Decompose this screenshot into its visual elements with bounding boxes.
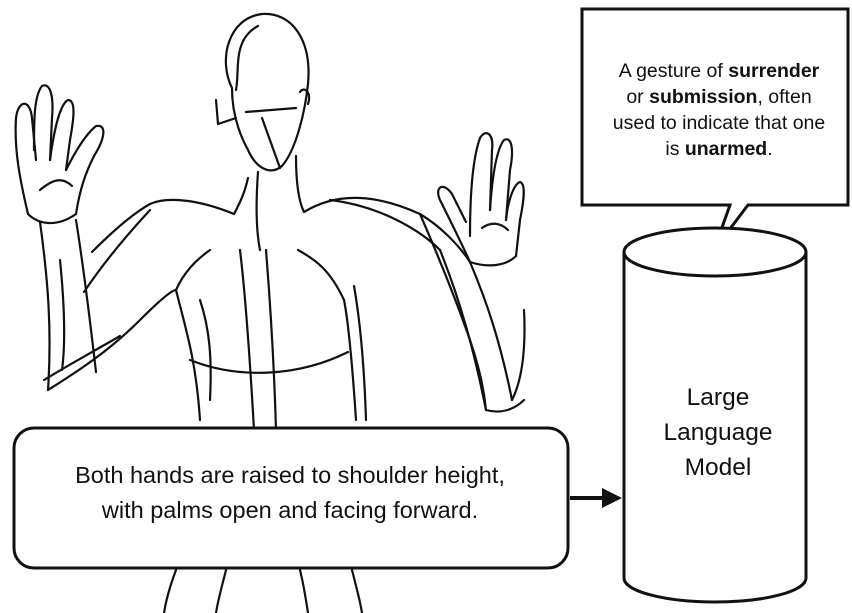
model-label-line-1: Large (686, 384, 750, 411)
model-label-line-3: Model (684, 454, 752, 481)
llm-cylinder (622, 226, 808, 604)
model-label: Large Language Model (628, 380, 808, 485)
keyword-surrender: surrender (728, 60, 820, 82)
speech-line-4: is unarmed. (588, 136, 850, 162)
speech-line-2: or submission, often (588, 84, 850, 110)
figure-sketch (14, 12, 526, 613)
speech-line-1: A gesture of surrender (588, 58, 850, 84)
arrow-to-model (570, 488, 622, 508)
keyword-unarmed: unarmed (684, 138, 768, 160)
speech-text-segment: . (767, 138, 773, 160)
speech-line-3: used to indicate that one (612, 112, 826, 134)
speech-text-segment: A gesture of (618, 60, 729, 82)
input-description: Both hands are raised to shoulder height… (16, 458, 564, 528)
input-line-2: with palms open and facing forward. (101, 497, 479, 523)
speech-text-segment: or (626, 86, 650, 108)
keyword-submission: submission (649, 86, 758, 108)
speech-text-segment: , often (757, 86, 812, 108)
input-box (12, 426, 570, 570)
model-label-line-2: Language (663, 419, 773, 446)
speech-text-segment: is (665, 138, 685, 160)
input-line-1: Both hands are raised to shoulder height… (75, 462, 505, 488)
speech-bubble-text: A gesture of surrender or submission, of… (588, 58, 850, 162)
